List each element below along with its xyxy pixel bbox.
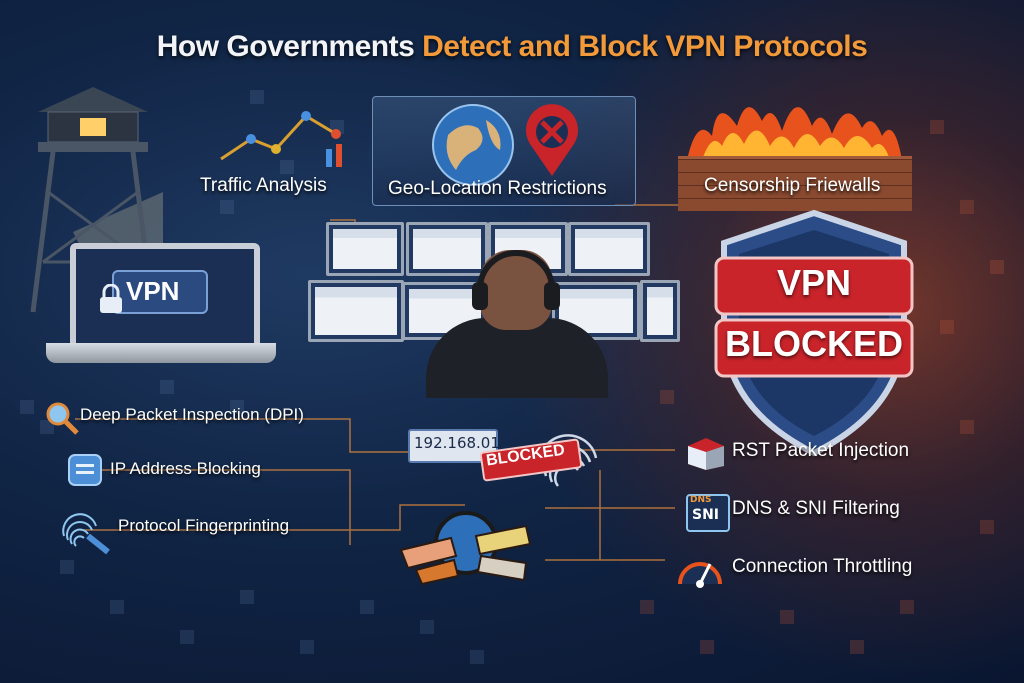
fingerprint-icon: [62, 513, 110, 555]
laptop-vpn-text: VPN: [126, 276, 180, 306]
packet-icon: [688, 438, 724, 470]
monitor: [326, 222, 404, 276]
traffic-chart-icon: [220, 111, 342, 167]
ip-address-text: 192.168.01: [414, 434, 500, 452]
page-title: How Governments Detect and Block VPN Pro…: [156, 30, 868, 63]
magnifier-icon: [46, 402, 79, 435]
monitor: [568, 222, 650, 276]
location-blocked-icon: [526, 104, 578, 176]
globe-icon: [432, 104, 514, 186]
ip-blocking-label: IP Address Blocking: [110, 459, 261, 478]
traffic-analysis-label: Traffic Analysis: [200, 175, 327, 196]
padlock-icon: [100, 284, 122, 313]
monitor: [308, 280, 404, 342]
sni-badge-text: SNI: [692, 507, 720, 523]
protocol-fingerprinting-label: Protocol Fingerprinting: [118, 516, 290, 535]
censorship-firewalls-label: Censorship Friewalls: [704, 175, 881, 196]
shield-icon: [714, 209, 914, 457]
analyst-body: [426, 318, 608, 398]
server-icon: [68, 454, 102, 486]
dpi-label: Deep Packet Inspection (DPI): [80, 405, 304, 424]
geo-location-label: Geo-Location Restrictions: [388, 178, 607, 199]
rst-injection-label: RST Packet Injection: [732, 440, 910, 461]
connection-throttling-label: Connection Throttling: [732, 556, 913, 577]
fire-icon: [687, 107, 902, 160]
dns-sni-filtering-label: DNS & SNI Filtering: [732, 498, 900, 519]
laptop-vpn-badge: [112, 270, 208, 314]
shield-blocked-text: BLOCKED: [725, 323, 903, 364]
dns-badge-text: DNS: [690, 495, 712, 505]
firewall-brick-wall: [678, 156, 912, 211]
headphones-icon: [472, 250, 560, 310]
monitor: [406, 222, 488, 276]
monitor: [640, 280, 680, 342]
dns-sni-icon: [686, 494, 730, 532]
laptop-keyboard: [46, 343, 276, 363]
speedometer-icon: [678, 562, 722, 588]
shield-vpn-text: VPN: [776, 262, 852, 303]
monitor: [552, 282, 640, 340]
broken-connection-icon: [399, 511, 532, 586]
